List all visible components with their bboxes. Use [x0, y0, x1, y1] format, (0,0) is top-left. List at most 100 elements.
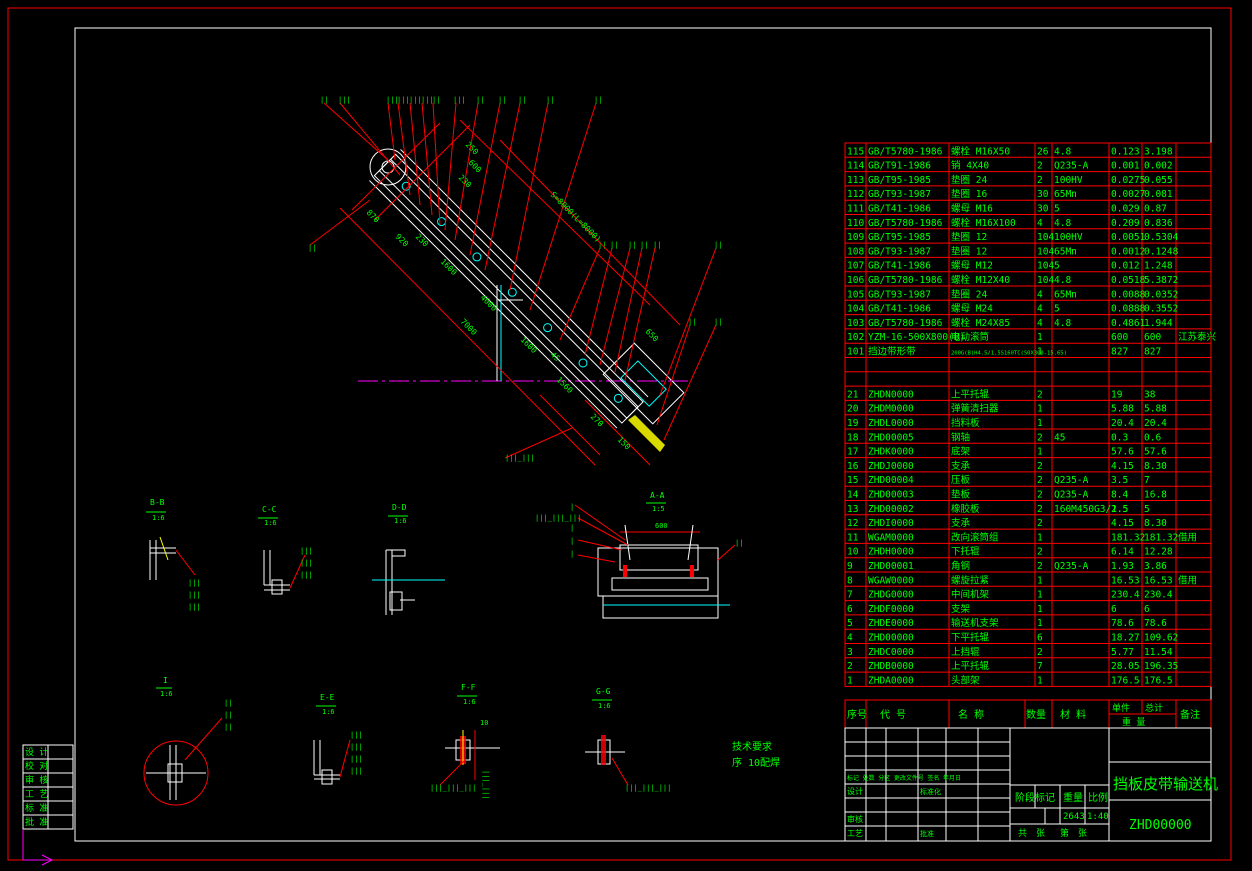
bom-cell-no: 114 — [847, 161, 864, 172]
bom-cell-no: 111 — [847, 204, 864, 215]
bom-cell-name: 垫圈 12 — [951, 231, 987, 243]
bom-cell-no: 109 — [847, 232, 864, 243]
bom-cell-name: 中间机架 — [951, 589, 990, 601]
section-dd: D-D 1:6 — [372, 503, 445, 615]
bom-cell-mat: 45 — [1054, 432, 1065, 443]
svg-text:|||: ||| — [409, 96, 422, 104]
svg-text:||: || — [498, 96, 506, 104]
bom-cell-name: 螺母 M12 — [951, 261, 993, 272]
bom-cell-no: 19 — [847, 418, 859, 429]
bom-cell-no: 8 — [847, 575, 853, 586]
bom-cell-total: 827 — [1144, 347, 1161, 358]
bom-cell-total: 20.4 — [1144, 418, 1167, 429]
bom-cell-name: 螺栓 M16X100 — [951, 217, 1016, 229]
bom-cell-total: 1.248 — [1144, 261, 1173, 272]
section-cc: C-C 1:6 ||| ||| ||| — [258, 505, 313, 595]
bom-cell-qty: 104 — [1037, 275, 1054, 286]
bom-cell-name: 螺母 M24 — [951, 304, 993, 315]
bom-cell-no: 9 — [847, 561, 853, 572]
bom-cell-unit: 18.27 — [1111, 633, 1140, 644]
svg-text:||: || — [432, 96, 440, 104]
bom-cell-no: 103 — [847, 318, 864, 329]
stamp-standard: 标 准 — [25, 802, 48, 814]
svg-text:230: 230 — [457, 173, 474, 190]
svg-text:||: || — [640, 241, 648, 249]
bom-cell-code: GB/T5780-1986 — [868, 275, 943, 286]
tb-scale-label: 比例 — [1088, 791, 1108, 804]
bom-cell-no: 21 — [847, 389, 859, 400]
bom-cell-unit: 19 — [1111, 389, 1123, 400]
bom-cell-qty: 2 — [1037, 475, 1043, 486]
bom-cell-name: 上平托辊 — [951, 388, 990, 400]
bom-cell-no: 18 — [847, 432, 859, 443]
bom-cell-unit: 6.14 — [1111, 547, 1134, 558]
svg-text:||: || — [546, 96, 554, 104]
tech-requirement: 技术要求 序 10配焊 — [732, 740, 780, 769]
bom-cell-code: ZHD00003 — [868, 490, 914, 501]
svg-text:|||_|||: |||_||| — [505, 454, 535, 462]
stamp-process: 工 艺 — [25, 789, 48, 800]
svg-text:C-C: C-C — [262, 505, 277, 514]
bom-cell-name: 压板 — [951, 474, 971, 486]
bom-cell-total: 196.35 — [1144, 661, 1178, 672]
bom-cell-mat: 4.8 — [1054, 275, 1071, 286]
bom-cell-total: 0.87 — [1144, 204, 1167, 215]
svg-text:|||: ||| — [350, 731, 363, 739]
tb-process: 工艺 — [847, 829, 863, 838]
bom-cell-unit: 16.53 — [1111, 575, 1140, 586]
svg-text:|||: ||| — [300, 547, 313, 555]
svg-text:1:6: 1:6 — [463, 698, 476, 706]
bom-cell-unit: 176.5 — [1111, 675, 1140, 686]
svg-text:||: || — [688, 318, 696, 326]
svg-text:||: || — [628, 241, 636, 249]
bom-cell-no: 113 — [847, 175, 864, 186]
stamp-approve: 批 准 — [25, 816, 48, 828]
bom-cell-mat: 5 — [1054, 261, 1060, 272]
bom-cell-qty: 1 — [1037, 447, 1043, 458]
hdr-unit: 单件 — [1112, 702, 1130, 714]
bom-cell-total: 0.081 — [1144, 189, 1173, 200]
bom-cell-unit: 827 — [1111, 347, 1128, 358]
bom-cell-total: 600 — [1144, 332, 1161, 343]
bom-cell-qty: 2 — [1037, 490, 1043, 501]
svg-text:||: || — [224, 699, 232, 707]
tb-design: 设计 — [847, 786, 863, 796]
bom-cell-mat: Q235-A — [1054, 490, 1089, 501]
tb-weight-label: 重量 — [1063, 791, 1083, 804]
tb-check: 审核 — [847, 814, 863, 824]
bom-cell-code: GB/T41-1986 — [868, 261, 931, 272]
bom-cell-name: 下平托辊 — [951, 632, 990, 644]
svg-text:1600: 1600 — [439, 257, 459, 277]
bom-cell-name: 销 4X40 — [951, 160, 989, 172]
svg-text:|: | — [570, 537, 574, 545]
bom-cell-name: 垫板 — [951, 489, 971, 501]
bom-cell-mat: Q235-A — [1054, 475, 1089, 486]
bom-cell-code: ZHD00002 — [868, 504, 914, 515]
bom-cell-unit: 8.4 — [1111, 490, 1128, 501]
svg-text:|||: ||| — [421, 96, 434, 104]
bom-cell-name: 螺栓 M24X85 — [951, 317, 1010, 329]
svg-text:||: || — [476, 96, 484, 104]
hdr-total: 总计 — [1145, 702, 1163, 714]
bom-cell-no: 17 — [847, 447, 858, 458]
bom-cell-no: 115 — [847, 146, 864, 157]
svg-text:1600: 1600 — [519, 335, 539, 355]
svg-text:|||: ||| — [397, 96, 410, 104]
bom-cell-code: GB/T5780-1986 — [868, 318, 943, 329]
bom-cell-qty: 1 — [1037, 675, 1043, 686]
hdr-code: 代 号 — [880, 709, 906, 721]
bom-cell-total: 8.30 — [1144, 518, 1167, 529]
svg-text:|||: ||| — [188, 579, 201, 587]
bom-cell-code: WGAW0000 — [868, 575, 914, 586]
bom-cell-qty: 2 — [1037, 461, 1043, 472]
tb-sheets-total: 共 张 — [1018, 828, 1045, 839]
bom-cell-name: 钢轴 — [951, 431, 970, 443]
